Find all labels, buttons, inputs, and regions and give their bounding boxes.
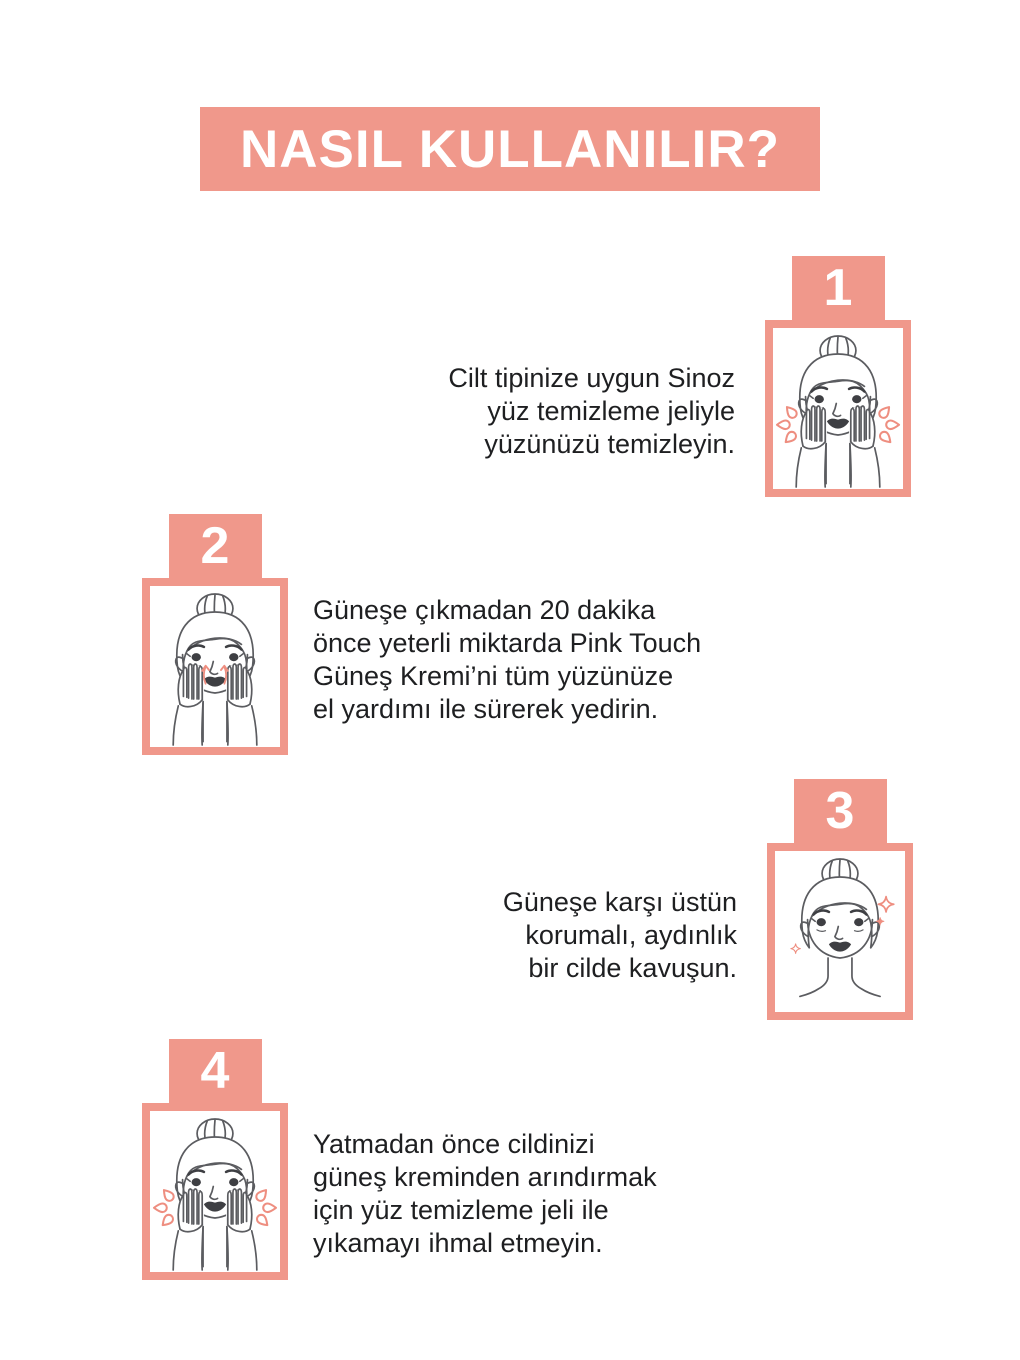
title-bar: NASIL KULLANILIR? [200,107,820,191]
step-3-number: 3 [825,782,855,840]
step-1-figure: 1 [765,256,911,497]
step-4-number: 4 [200,1042,230,1100]
step-1-illustration-box [765,320,911,497]
step-4-text: Yatmadan önce cildinizi güneş kreminden … [313,1129,657,1258]
step-3-text: Güneşe karşı üstün korumalı, aydınlık bi… [502,887,737,983]
cream-apply-icon [151,588,279,746]
page-title: NASIL KULLANILIR? [239,119,781,179]
step-2-number-badge: 2 [168,514,262,578]
step-4-number-badge: 4 [168,1039,262,1103]
step-2-illustration-box [142,578,288,755]
step-4-figure: 4 [142,1039,288,1280]
step-2-figure: 2 [142,514,288,755]
step-2-number: 2 [200,517,230,575]
step-3-figure: 3 [767,779,913,1020]
step-1-text: Cilt tipinize uygun Sinoz yüz temizleme … [448,363,735,459]
step-1-number: 1 [823,259,853,317]
face-wash-icon [151,1113,279,1271]
step-4-illustration-box [142,1103,288,1280]
step-3-illustration-box [767,843,913,1020]
step-3-number-badge: 3 [793,779,887,843]
step-2-text: Güneşe çıkmadan 20 dakika önce yeterli m… [313,595,702,724]
face-wash-icon [774,330,902,488]
step-1-number-badge: 1 [791,256,885,320]
radiant-face-icon [776,853,904,1011]
